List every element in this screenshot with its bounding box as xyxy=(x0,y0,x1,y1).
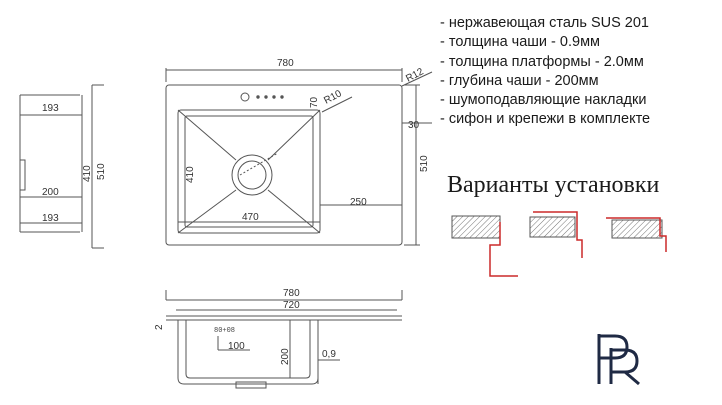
spec-item: - сифон и крепежи в комплекте xyxy=(440,111,651,128)
top-dim-tap-offset: 70 xyxy=(309,96,320,108)
side-dim-bottom: 193 xyxy=(42,213,59,224)
side-dim-top: 193 xyxy=(42,103,59,114)
brand-logo-icon xyxy=(597,334,640,386)
top-dim-height: 510 xyxy=(419,155,430,172)
front-dim-width: 780 xyxy=(283,288,300,299)
drain-outer-ring xyxy=(231,154,273,196)
front-dim-inner-width: 720 xyxy=(283,300,300,311)
bowl-profile xyxy=(177,320,319,385)
spec-item: - толщина платформы - 2.0мм xyxy=(440,53,644,70)
front-dim-offset: 100 xyxy=(228,341,245,352)
top-dim-bowl-width: 470 xyxy=(242,212,259,223)
side-dim-middle: 200 xyxy=(42,187,59,198)
top-dim-bowl-radius: R10 xyxy=(322,88,344,107)
spec-list: - нержавеющая сталь SUS 201 - толщина ча… xyxy=(440,14,650,130)
spec-item: - нержавеющая сталь SUS 201 xyxy=(440,15,649,31)
tap-hole xyxy=(240,92,250,102)
side-view: 193 200 193 410 510 xyxy=(19,84,107,249)
install-variants-title: Варианты установки xyxy=(447,172,660,198)
spec-item: - толщина чаши - 0.9мм xyxy=(440,34,601,51)
top-dim-rim: 30 xyxy=(408,120,420,131)
spec-item: - глубина чаши - 200мм xyxy=(440,72,599,89)
top-dim-drainboard: 250 xyxy=(350,197,367,208)
install-variant-1 xyxy=(451,215,518,277)
front-view: 780 720 2 80+08 100 200 0,9 xyxy=(154,288,403,389)
spec-item: - шумоподавляющие накладки xyxy=(440,92,647,109)
top-view: 780 R12 70 R10 30 250 470 410 510 xyxy=(165,58,433,246)
side-dim-outer-height: 510 xyxy=(96,163,107,180)
top-dim-width: 780 xyxy=(277,58,294,69)
bowl xyxy=(177,109,321,234)
front-dim-wall: 0,9 xyxy=(322,349,336,360)
top-dim-corner-radius: R12 xyxy=(404,66,426,85)
drain-inner-ring xyxy=(237,160,267,190)
install-variant-3 xyxy=(606,217,667,252)
drain-outlet xyxy=(235,381,267,389)
install-variant-2 xyxy=(529,211,583,258)
side-dim-inner-height: 410 xyxy=(82,165,93,182)
front-dim-depth: 200 xyxy=(280,348,291,365)
front-dim-platform: 2 xyxy=(154,324,165,330)
front-dim-outlet: 80+08 xyxy=(214,327,235,335)
top-dim-bowl-height: 410 xyxy=(185,166,196,183)
